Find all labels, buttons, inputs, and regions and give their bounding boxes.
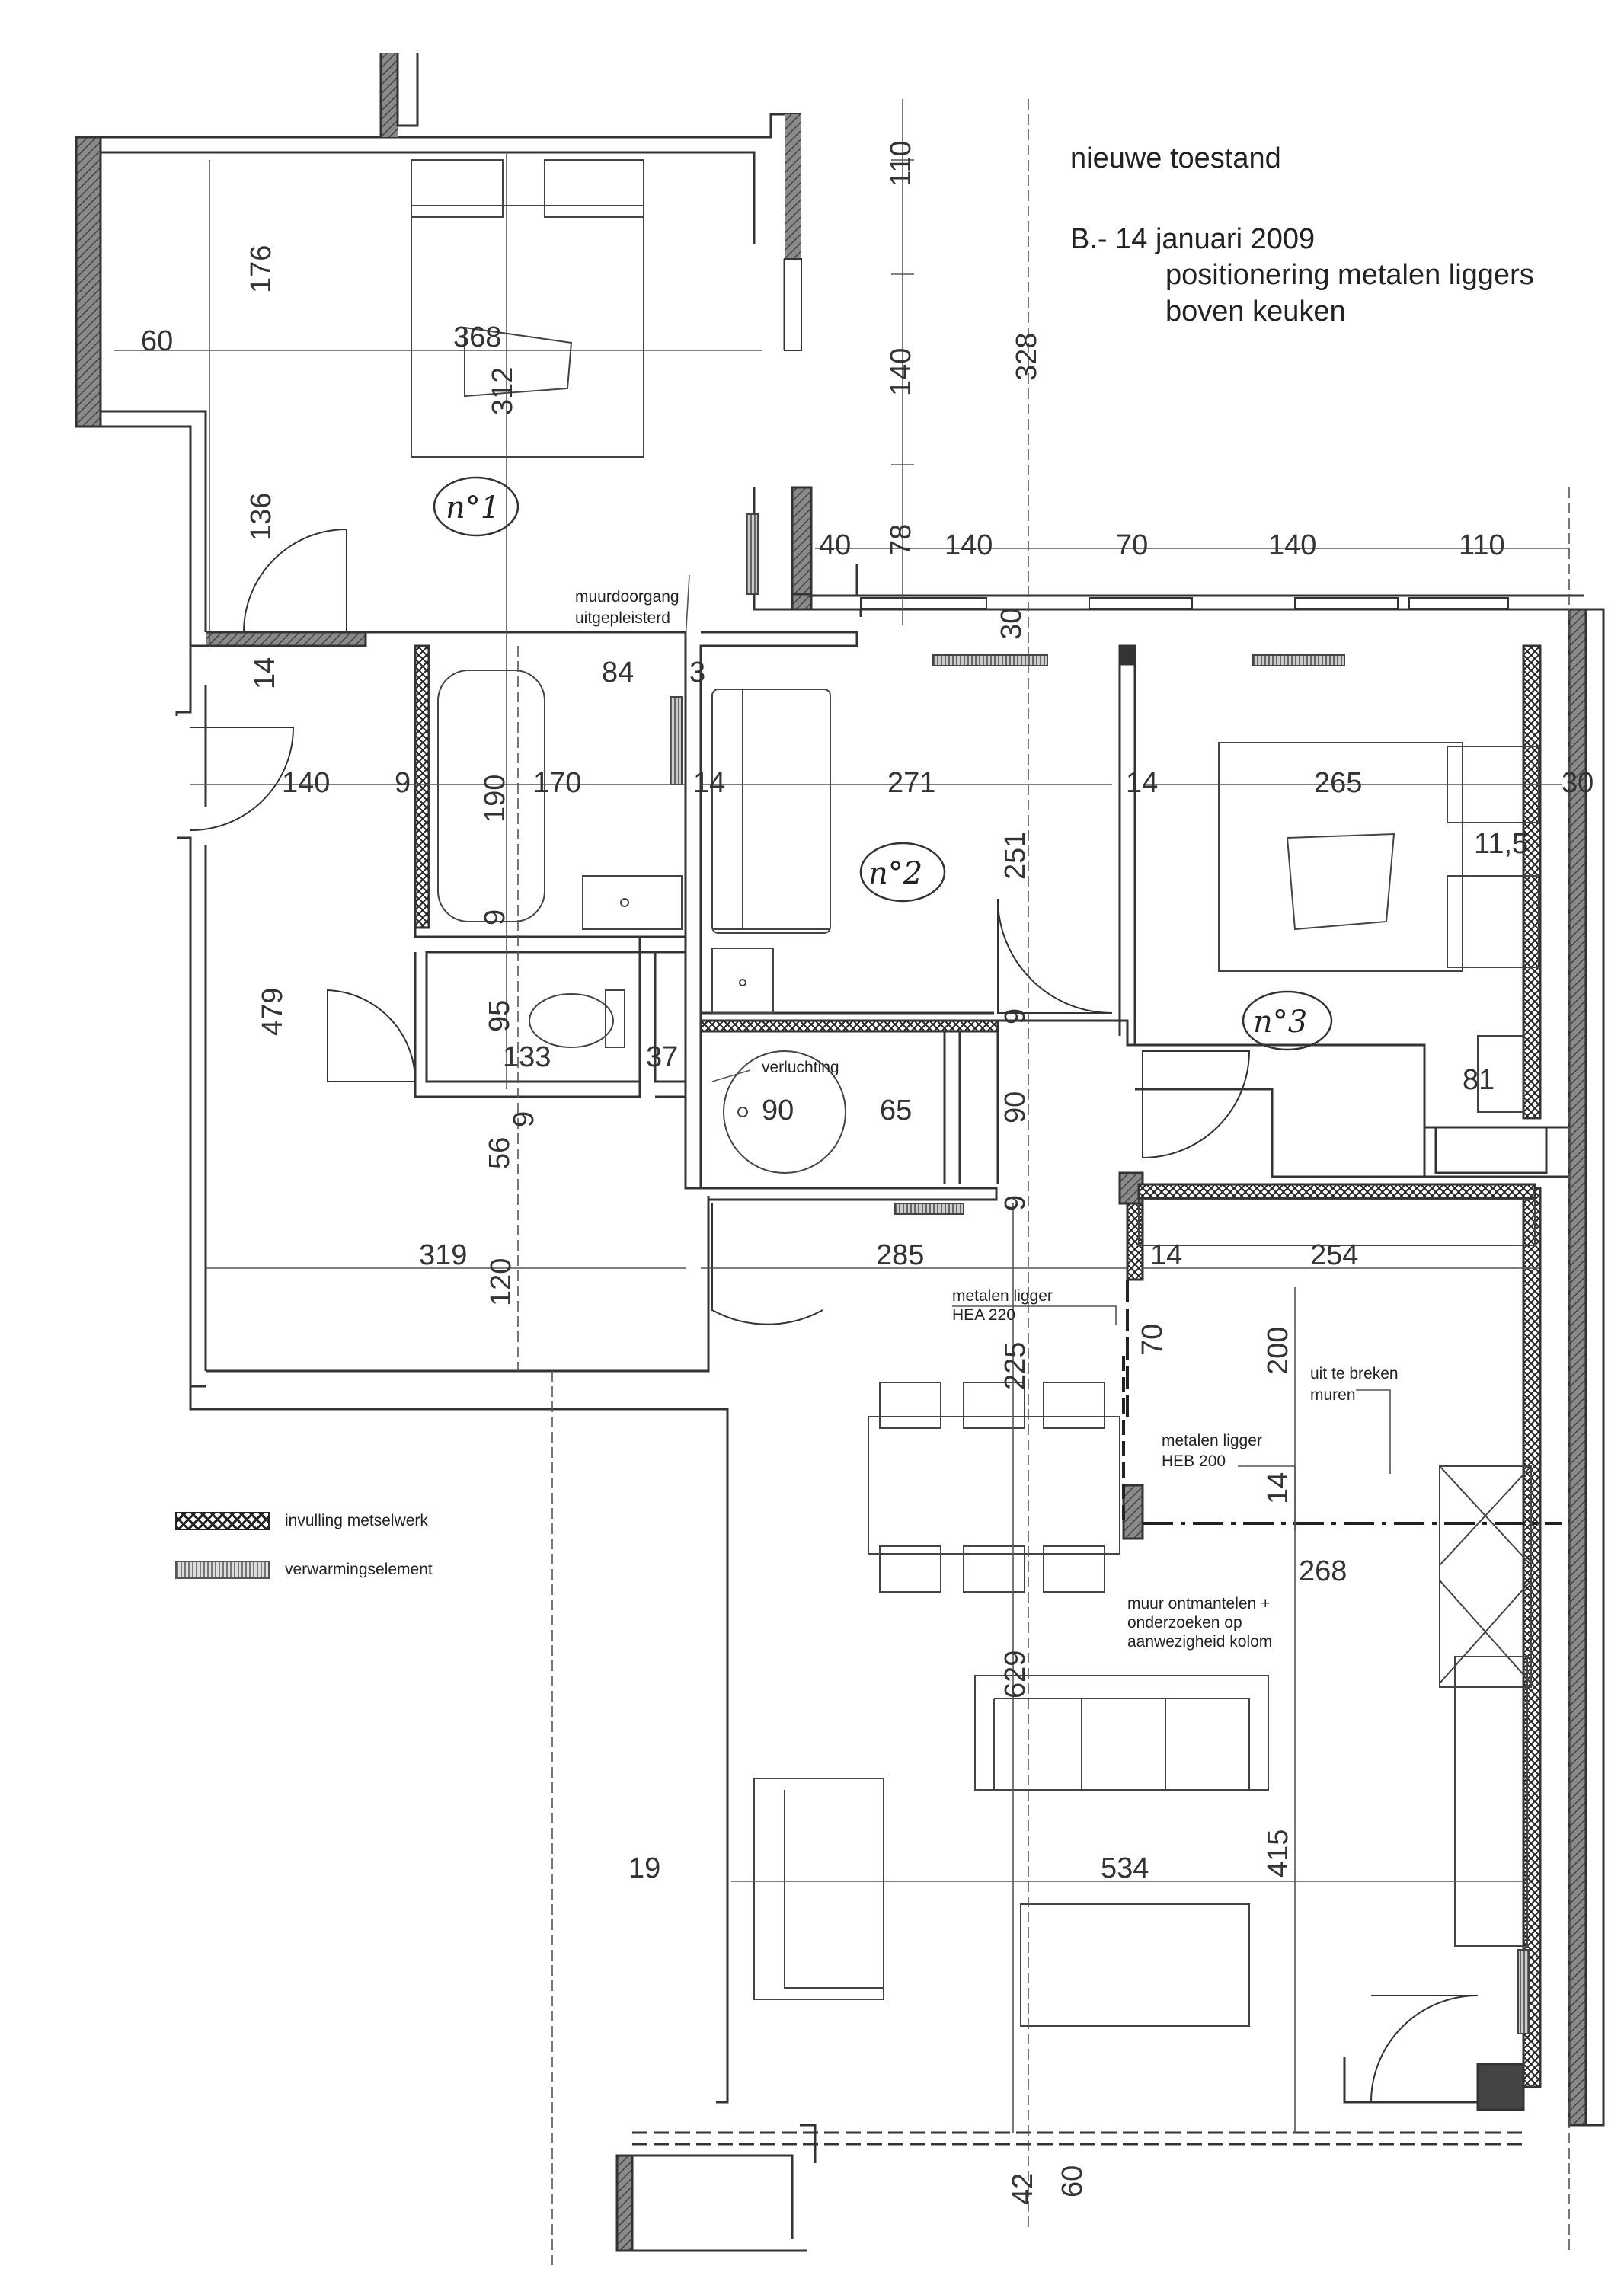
drawing-heading: nieuwe toestand B.- 14 januari 2009 posi… — [1070, 141, 1534, 330]
dim-140-c: 140 — [282, 767, 330, 799]
dim-84: 84 — [602, 657, 634, 689]
note-muur-2: onderzoeken op — [1127, 1614, 1242, 1631]
dim-9-c: 9 — [999, 1008, 1031, 1024]
dim-251: 251 — [999, 832, 1031, 880]
dim-629: 629 — [999, 1651, 1031, 1699]
dim-81: 81 — [1463, 1064, 1495, 1096]
dining-chairs — [879, 1382, 1105, 1593]
dim-176: 176 — [245, 245, 277, 293]
dim-312: 312 — [487, 367, 519, 415]
legend-swatch-hatch — [175, 1512, 270, 1530]
dim-19: 19 — [628, 1852, 660, 1884]
dim-140-top: 140 — [885, 348, 917, 396]
walls — [75, 53, 1605, 2252]
dim-133: 133 — [503, 1041, 551, 1073]
dimension-labels: 110 140 328 176 60 368 312 136 40 78 140… — [141, 140, 1594, 2205]
dimension-lines — [114, 99, 1570, 2270]
dim-70-b: 70 — [1136, 1324, 1168, 1356]
dim-90-a: 90 — [762, 1095, 794, 1127]
dim-140-b: 140 — [1268, 529, 1316, 561]
dim-65: 65 — [880, 1095, 912, 1127]
dim-60: 60 — [141, 325, 173, 357]
dim-37: 37 — [646, 1041, 678, 1073]
room-label-2: n°2 — [868, 856, 922, 891]
note-uit-2: muren — [1310, 1386, 1356, 1404]
dim-285: 285 — [876, 1239, 924, 1271]
room-label-3: n°3 — [1253, 1005, 1307, 1040]
note-uit-1: uit te breken — [1310, 1365, 1399, 1382]
doors — [190, 528, 1479, 2103]
legend-item-metselwerk: invulling metselwerk — [175, 1512, 433, 1530]
dim-60-b: 60 — [1057, 2165, 1089, 2197]
dim-70-a: 70 — [1116, 529, 1148, 561]
dim-271: 271 — [887, 767, 935, 799]
note-verluchting: verluchting — [762, 1059, 839, 1076]
dim-90-b: 90 — [999, 1091, 1031, 1123]
dim-42: 42 — [1007, 2173, 1039, 2205]
legend: invulling metselwerk verwarmingselement — [175, 1512, 433, 1609]
legend-item-verwarming: verwarmingselement — [175, 1561, 433, 1579]
dim-368: 368 — [453, 321, 501, 353]
dim-254: 254 — [1310, 1239, 1358, 1271]
note-muur-3: aanwezigheid kolom — [1127, 1633, 1272, 1651]
note-doorgang-2: uitgepleisterd — [575, 609, 670, 627]
dim-56: 56 — [484, 1137, 516, 1169]
dim-140-a: 140 — [945, 529, 993, 561]
windows — [784, 258, 1509, 609]
room-markers — [433, 476, 1333, 1051]
dim-534: 534 — [1101, 1852, 1149, 1884]
dim-9-e: 9 — [999, 1195, 1031, 1211]
annotations: muurdoorgang uitgepleisterd verluchting … — [575, 588, 1399, 1651]
legend-label-verwarming: verwarmingselement — [285, 1561, 433, 1578]
dim-9-a: 9 — [395, 767, 411, 799]
note-heb-1: metalen ligger — [1162, 1432, 1262, 1449]
dim-11-5: 11,5 — [1474, 828, 1528, 860]
note-muur-1: muur ontmantelen + — [1127, 1595, 1270, 1612]
furniture — [411, 159, 1539, 2027]
dim-110-top: 110 — [885, 140, 917, 187]
dim-30-a: 30 — [996, 608, 1028, 640]
dim-30-b: 30 — [1562, 767, 1594, 799]
dim-9-b: 9 — [479, 909, 511, 925]
dim-200: 200 — [1262, 1327, 1294, 1375]
dim-3: 3 — [689, 657, 705, 689]
dim-95: 95 — [484, 1000, 516, 1032]
dim-265: 265 — [1314, 767, 1362, 799]
dim-319: 319 — [419, 1239, 467, 1271]
dim-190: 190 — [479, 775, 511, 823]
dim-40: 40 — [819, 529, 851, 561]
drawing-date: B.- 14 januari 2009 — [1070, 222, 1316, 255]
dim-14-b: 14 — [693, 767, 725, 799]
dim-136: 136 — [245, 493, 277, 541]
drawing-subtitle-1: positionering metalen liggers — [1165, 259, 1534, 291]
dim-14-e: 14 — [1262, 1472, 1294, 1504]
note-hea-2: HEA 220 — [952, 1306, 1015, 1324]
legend-swatch-dots — [175, 1561, 270, 1579]
drawing-title: nieuwe toestand — [1070, 142, 1281, 174]
note-hea-1: metalen ligger — [952, 1287, 1053, 1305]
dim-170: 170 — [533, 767, 581, 799]
legend-label-metselwerk: invulling metselwerk — [285, 1512, 428, 1529]
dim-415: 415 — [1262, 1830, 1294, 1878]
note-doorgang-1: muurdoorgang — [575, 588, 679, 606]
dim-120: 120 — [485, 1258, 517, 1306]
radiators — [670, 513, 1530, 2034]
dim-268: 268 — [1299, 1555, 1347, 1587]
dim-328: 328 — [1011, 333, 1043, 381]
dim-14-d: 14 — [1150, 1239, 1182, 1271]
dim-14-c: 14 — [1126, 767, 1158, 799]
dim-9-d: 9 — [508, 1111, 540, 1127]
dim-110-b: 110 — [1459, 529, 1505, 561]
dim-225: 225 — [999, 1342, 1031, 1390]
dim-479: 479 — [257, 988, 289, 1036]
dim-78: 78 — [885, 524, 917, 556]
drawing-subtitle-2: boven keuken — [1165, 295, 1346, 328]
note-heb-2: HEB 200 — [1162, 1452, 1226, 1470]
room-label-1: n°1 — [446, 491, 500, 526]
dim-14-a: 14 — [249, 657, 281, 689]
